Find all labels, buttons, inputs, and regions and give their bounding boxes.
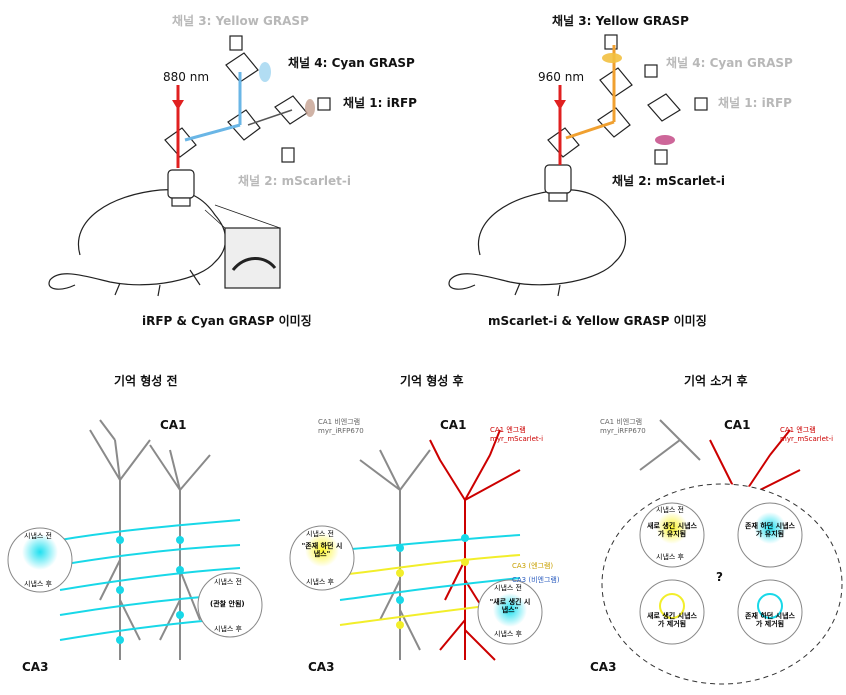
p1-b1-post: 시냅스 후 (24, 580, 52, 588)
p2-title: 기억 형성 후 (400, 374, 464, 388)
p3-question: ? (716, 570, 723, 584)
tr-caption: mScarlet-i & Yellow GRASP 이미징 (488, 314, 707, 328)
tr-ch1-label: 채널 1: iRFP (718, 96, 792, 110)
p3-b1-pre: 시냅스 전 (656, 506, 684, 514)
mouse-right (448, 189, 627, 290)
mouse-left (48, 189, 227, 290)
microscope-right (448, 34, 708, 297)
p1-ca1: CA1 (160, 418, 187, 432)
p3-ca3: CA3 (590, 660, 617, 674)
tl-caption: iRFP & Cyan GRASP 이미징 (142, 314, 312, 328)
p2-b1-post: 시냅스 후 (306, 578, 334, 586)
tl-ch2-label: 채널 2: mScarlet-i (238, 174, 351, 188)
panel2-axons (339, 534, 521, 626)
tr-ch2-label: 채널 2: mScarlet-i (612, 174, 725, 188)
p3-b4-text: 존재 하던 시냅스가 제거됨 (745, 612, 795, 628)
p2-b2-post: 시냅스 후 (494, 630, 522, 638)
tr-laser-label: 960 nm (538, 70, 585, 84)
panel2-grey-neuron (359, 449, 431, 660)
p3-b1-text: 새로 생긴 시냅스가 유지됨 (647, 522, 697, 538)
panel3-bubble-3 (639, 579, 705, 645)
p2-new: "새로 생긴 시냅스" (489, 598, 531, 614)
tl-ch4-label: 채널 4: Cyan GRASP (288, 56, 415, 70)
p3-title: 기억 소거 후 (684, 374, 748, 388)
p2-existing: "존재 하던 시냅스" (301, 542, 343, 558)
tr-ch3-label: 채널 3: Yellow GRASP (552, 14, 689, 28)
p1-b2-post: 시냅스 후 (214, 625, 242, 633)
p1-b2-pre: 시냅스 전 (214, 578, 242, 586)
panel1-synapses (116, 536, 184, 644)
p2-ca3: CA3 (308, 660, 335, 674)
panel1-bubble-2 (197, 572, 263, 638)
p2-ca3-non: CA3 (비엔그램) (512, 576, 560, 584)
p3-ca1: CA1 (724, 418, 751, 432)
p3-b1-post: 시냅스 후 (656, 553, 684, 561)
panel3-bubble-4 (737, 579, 803, 645)
p2-ca3-engram: CA3 (엔그램) (512, 562, 554, 570)
panel2-synapses (396, 534, 469, 629)
tl-laser-label: 880 nm (163, 70, 210, 84)
p1-not-observed: (관찰 안됨) (210, 600, 245, 608)
panel3-grey-neuron (639, 419, 701, 471)
panel3-red-neuron (709, 429, 801, 501)
panel1-neurons (89, 419, 211, 660)
microscope-left (48, 35, 331, 297)
tr-ch4-label: 채널 4: Cyan GRASP (666, 56, 793, 70)
panel2-red-neuron (429, 429, 521, 661)
p3-b2-text: 존재 하던 시냅스가 유지됨 (745, 522, 795, 538)
p2-b1-pre: 시냅스 전 (306, 530, 334, 538)
panel3-dashed-circle (601, 483, 843, 685)
p3-b3-text: 새로 생긴 시냅스가 제거됨 (647, 612, 697, 628)
p2-ca1: CA1 (440, 418, 467, 432)
tl-ch3-label: 채널 3: Yellow GRASP (172, 14, 309, 28)
p2-b2-pre: 시냅스 전 (494, 584, 522, 592)
p1-ca3: CA3 (22, 660, 49, 674)
p1-title: 기억 형성 전 (114, 374, 178, 388)
p1-b1-pre: 시냅스 전 (24, 532, 52, 540)
tl-ch1-label: 채널 1: iRFP (343, 96, 417, 110)
